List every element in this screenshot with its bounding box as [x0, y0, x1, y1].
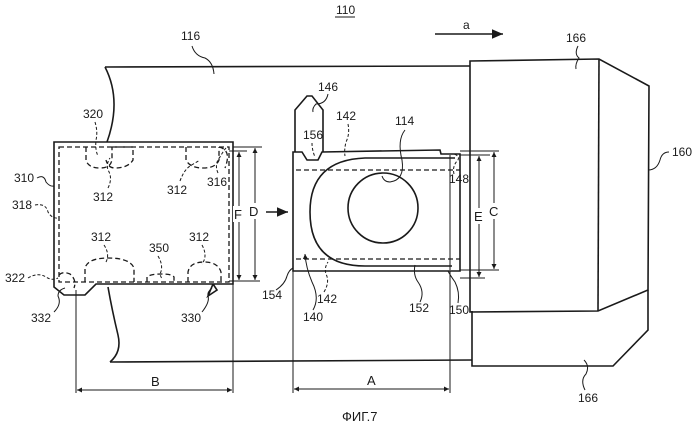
leader-316 — [215, 147, 227, 174]
adhesive-312-b — [185, 147, 220, 169]
leader-330 — [201, 287, 213, 313]
dim-c-gap — [487, 203, 501, 219]
label-150: 150 — [449, 303, 469, 317]
adhesive-312-c — [84, 257, 135, 282]
label-152: 152 — [409, 301, 429, 315]
leader-160 — [647, 151, 670, 171]
hub-114 — [347, 172, 419, 244]
leader-318 — [34, 204, 60, 219]
label-146: 146 — [318, 80, 338, 94]
device-upper-block — [469, 58, 650, 313]
leader-152 — [413, 264, 423, 303]
leader-312-a — [106, 157, 111, 189]
leader-312-d — [201, 244, 206, 265]
direction-label: a — [463, 18, 470, 32]
dim-a-label: A — [367, 373, 376, 388]
label-sheet-inner-dash — [58, 146, 230, 283]
dim-e-gap — [472, 208, 486, 224]
cartridge-d-shape — [309, 157, 455, 267]
adhesive-312-a — [105, 146, 134, 169]
label-350: 350 — [149, 241, 169, 255]
dim-d-gap — [248, 203, 262, 219]
figure-caption: ФИГ.7 — [342, 409, 378, 424]
dim-b-label: B — [151, 374, 160, 389]
label-166-bottom: 166 — [578, 391, 598, 405]
leader-114 — [381, 129, 406, 183]
leader-142-top — [344, 123, 350, 157]
leader-320 — [94, 121, 99, 157]
label-160: 160 — [672, 145, 692, 159]
dim-c-label: C — [489, 204, 498, 219]
label-320: 320 — [83, 107, 103, 121]
dim-d-label: D — [249, 204, 258, 219]
leader-140 — [302, 253, 317, 311]
leader-310 — [36, 176, 55, 187]
leader-148 — [453, 153, 459, 175]
label-154: 154 — [262, 288, 282, 302]
label-148: 148 — [449, 172, 469, 186]
strip-torn-edge-bottom — [107, 286, 120, 363]
leader-332 — [53, 287, 66, 313]
cartridge-outline — [292, 149, 461, 272]
leader-146 — [312, 93, 329, 113]
label-332: 332 — [31, 311, 51, 325]
leader-150 — [447, 270, 460, 304]
label-142-top: 142 — [336, 109, 356, 123]
adhesive-320 — [85, 147, 113, 169]
leader-166-bottom — [582, 359, 589, 391]
label-sheet-outline — [53, 141, 234, 299]
label-142-bottom: 142 — [317, 292, 337, 306]
label-312-b: 312 — [167, 183, 187, 197]
device-front-edge — [597, 58, 600, 312]
dim-f-label: F — [234, 207, 242, 222]
leader-166-top — [575, 45, 580, 70]
label-156: 156 — [303, 128, 323, 142]
adhesive-312-d — [187, 261, 222, 282]
label-312-c: 312 — [91, 230, 111, 244]
strip-torn-edge-top — [104, 66, 115, 143]
dim-f-gap — [233, 206, 245, 222]
leader-116 — [191, 45, 215, 75]
leader-322 — [27, 274, 59, 280]
leader-350 — [157, 255, 163, 279]
leader-156 — [311, 142, 316, 158]
label-322: 322 — [5, 271, 25, 285]
strip-bottom-edge — [109, 359, 473, 363]
label-140: 140 — [303, 310, 323, 324]
tab-146 — [294, 95, 324, 152]
leader-312-b — [179, 159, 201, 182]
strip-top-edge — [104, 65, 471, 68]
adhesive-350 — [146, 273, 175, 282]
label-114: 114 — [395, 114, 414, 128]
leader-142-bottom — [323, 261, 329, 293]
label-312-a: 312 — [93, 190, 113, 204]
label-166-top: 166 — [566, 31, 586, 45]
label-116: 116 — [181, 29, 200, 43]
leader-312-c — [103, 244, 109, 263]
adhesive-322 — [58, 272, 76, 289]
label-316: 316 — [207, 175, 227, 189]
device-lower-block — [471, 290, 649, 367]
dim-e-label: E — [474, 209, 483, 224]
label-312-d: 312 — [189, 230, 209, 244]
adhesive-316 — [218, 146, 229, 169]
label-330: 330 — [181, 311, 201, 325]
leader-154 — [275, 267, 294, 291]
label-318: 318 — [12, 198, 32, 212]
figure-ref-number: 110 — [336, 3, 355, 17]
label-310: 310 — [14, 171, 34, 185]
